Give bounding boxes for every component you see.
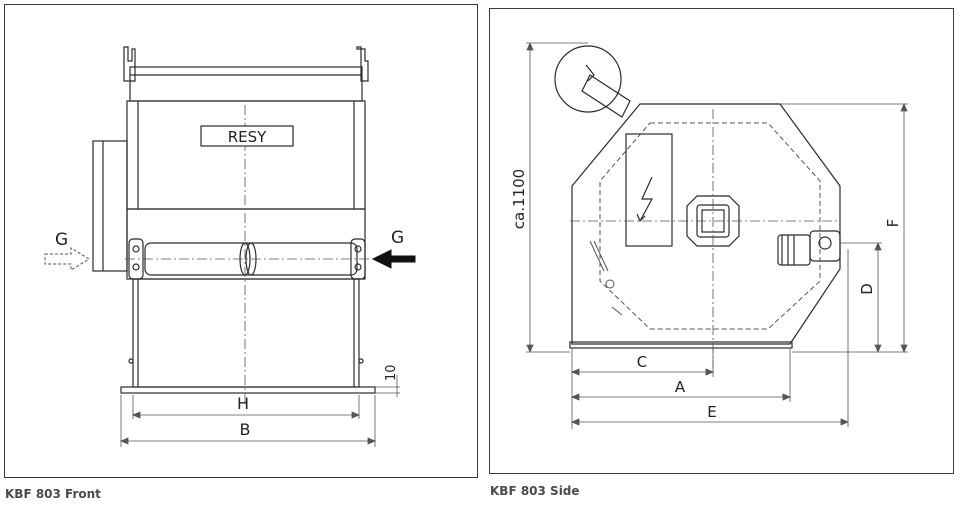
lightning-icon bbox=[639, 176, 654, 222]
dim-c-label: C bbox=[637, 353, 647, 371]
side-main-housing bbox=[571, 103, 841, 345]
left-side-housing bbox=[92, 140, 128, 272]
dim-e-label: E bbox=[707, 403, 716, 421]
resy-nameplate bbox=[200, 125, 294, 147]
dim-b-label: B bbox=[240, 420, 251, 439]
front-caption: KBF 803 Front bbox=[5, 487, 101, 501]
right-lifting-lug bbox=[356, 46, 369, 82]
left-lifting-lug bbox=[123, 46, 136, 82]
side-caption: KBF 803 Side bbox=[490, 484, 580, 498]
g-right-arrow-icon bbox=[371, 249, 416, 269]
drum-outline bbox=[599, 122, 821, 330]
dim-height-label: ca.1100 bbox=[510, 169, 528, 229]
front-upper-body bbox=[126, 100, 366, 210]
g-left-arrow-icon bbox=[44, 247, 90, 271]
side-view-drawing: ca.1100 F D C A E bbox=[510, 41, 908, 429]
side-view-panel: ca.1100 F D C A E bbox=[489, 8, 954, 474]
central-port bbox=[686, 195, 740, 247]
front-lower-tank bbox=[132, 278, 360, 388]
dim-h-label: H bbox=[237, 394, 249, 413]
gearbox bbox=[809, 230, 841, 262]
g-right-label: G bbox=[391, 228, 404, 248]
dim-f-label: F bbox=[884, 219, 902, 228]
front-base-plate bbox=[120, 386, 376, 394]
dim-a-label: A bbox=[675, 378, 686, 396]
dim-d-label: D bbox=[858, 283, 876, 295]
electrical-panel bbox=[625, 133, 673, 247]
front-view-drawing: RESY G G 10 H B bbox=[44, 46, 416, 447]
drive-circle bbox=[554, 45, 622, 113]
drive-arm bbox=[581, 74, 631, 118]
front-view-panel: RESY G G 10 H B bbox=[4, 4, 478, 478]
nameplate-text: RESY bbox=[228, 128, 267, 146]
side-fittings bbox=[589, 240, 623, 316]
front-top-hopper bbox=[129, 66, 363, 102]
dim-10-label: 10 bbox=[384, 364, 399, 381]
side-base-plate bbox=[569, 341, 793, 349]
g-left-label: G bbox=[55, 230, 68, 250]
